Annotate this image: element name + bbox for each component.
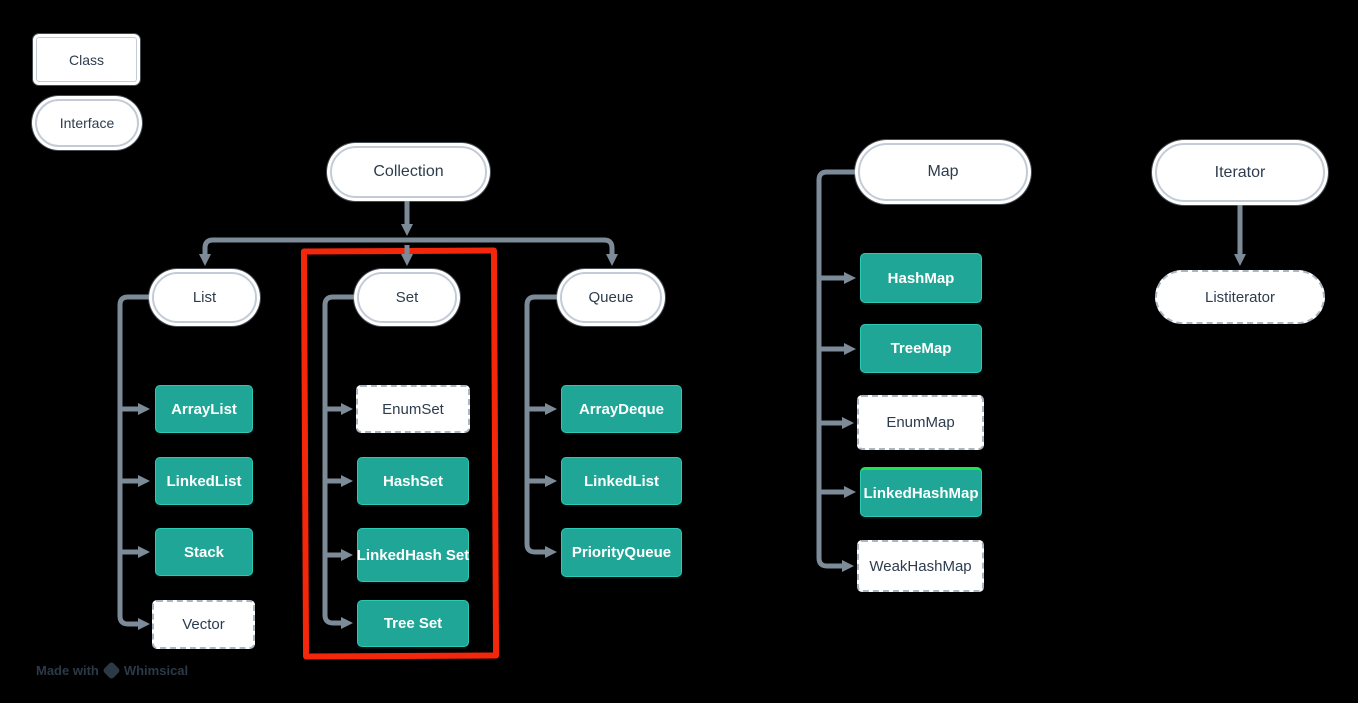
node-arraylist: ArrayList: [155, 385, 253, 433]
node-listiterator: Listiterator: [1155, 270, 1325, 324]
node-linkedlist: LinkedList: [155, 457, 253, 505]
node-hashmap: HashMap: [860, 253, 982, 303]
node-weakhashmap: WeakHashMap: [857, 540, 984, 592]
watermark: Made with Whimsical: [36, 661, 189, 680]
node-arraydeque: ArrayDeque: [561, 385, 682, 433]
node-linkedhashset: LinkedHash Set: [357, 528, 469, 582]
node-vector: Vector: [152, 600, 255, 649]
node-enummap: EnumMap: [857, 395, 984, 450]
watermark-brand: Whimsical: [123, 663, 189, 678]
node-treeset: Tree Set: [357, 600, 469, 647]
watermark-prefix: Made with: [36, 663, 99, 678]
connector-queue-trunk: [524, 294, 560, 558]
node-list: List: [152, 272, 257, 323]
node-hashset: HashSet: [357, 457, 469, 505]
node-priorityqueue: PriorityQueue: [561, 528, 682, 577]
connector-map-trunk: [816, 169, 858, 572]
node-linkedhashmap: LinkedHashMap: [860, 467, 982, 517]
node-queue-linkedlist: LinkedList: [561, 457, 682, 505]
legend-interface: Interface: [35, 99, 139, 147]
node-treemap: TreeMap: [860, 324, 982, 373]
whimsical-logo-icon: [102, 661, 121, 680]
node-map: Map: [858, 143, 1028, 201]
node-iterator: Iterator: [1155, 143, 1325, 202]
node-queue: Queue: [560, 272, 662, 323]
legend-class: Class: [36, 37, 137, 82]
node-set: Set: [357, 272, 457, 323]
node-stack: Stack: [155, 528, 253, 576]
node-enumset: EnumSet: [356, 385, 470, 433]
connector-list-trunk: [117, 294, 152, 630]
node-collection: Collection: [330, 146, 487, 198]
